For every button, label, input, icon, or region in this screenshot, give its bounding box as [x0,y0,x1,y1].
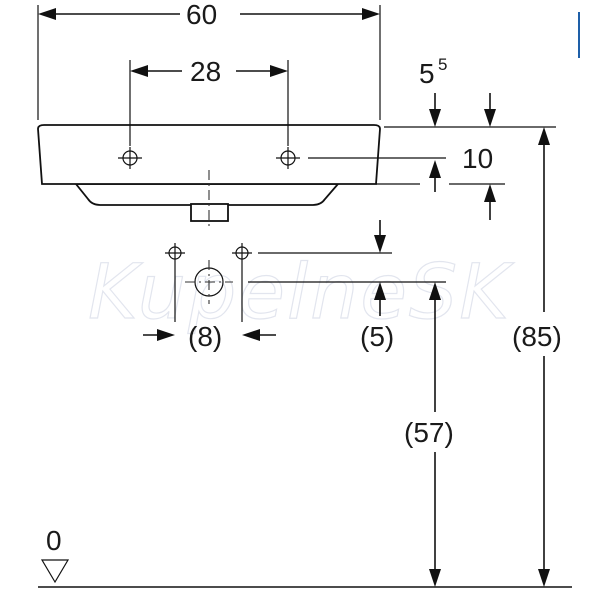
dimension-outlet-offset: (5) [360,220,394,352]
dimension-rim-label: 5 [419,58,435,89]
waste-outlet-symbol [185,260,233,304]
basin-drawing [37,124,381,322]
floor-level: 0 [38,525,572,588]
dimension-tap-offset: 10 [429,143,496,220]
watermark: KupelneSK [88,247,514,336]
dimension-tap-spacing: 28 [130,56,288,87]
dimension-width-label: 60 [186,0,217,30]
floor-level-label: 0 [46,525,62,556]
dimension-outlet-spacing: (8) [143,321,276,352]
floor-level-triangle [40,559,70,584]
dimension-tap-offset-label: 10 [462,143,493,174]
extension-lines [37,5,556,283]
basin-rim [37,124,381,185]
tap-hole-right [276,147,300,169]
dimension-total-width: 60 [38,0,380,30]
dimension-rim-superscript: 5 [438,55,447,74]
dimension-overall-height: (85) [512,127,562,587]
outlet-mount-left [165,243,185,322]
dimension-overall-height-label: (85) [512,321,562,352]
dimension-tap-spacing-label: 28 [190,56,221,87]
basin-lower-bowl [74,183,340,206]
dimension-outlet-height-label: (57) [404,417,454,448]
tap-hole-left [118,147,142,169]
dimension-outlet-spacing-label: (8) [188,321,222,352]
dimension-outlet-height: (57) [404,282,454,587]
dimension-rim-thickness: 5 5 [419,55,496,127]
dimension-outlet-offset-label: (5) [360,321,394,352]
outlet-mount-right [232,243,252,322]
